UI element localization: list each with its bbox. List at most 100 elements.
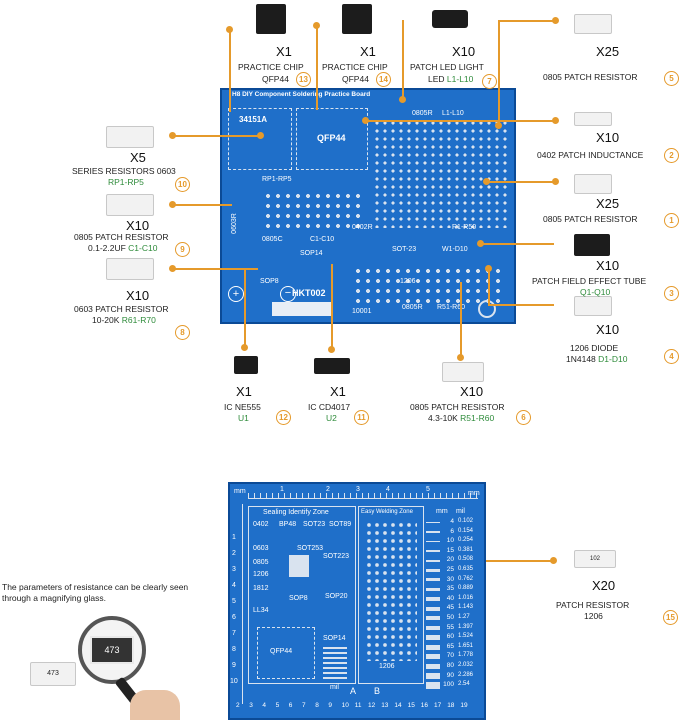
qty-qfp44-1: X1 xyxy=(276,44,292,59)
qty-fet: X10 xyxy=(596,258,620,273)
sub-resistor-0603: 10-20K R61-R70 xyxy=(92,315,156,325)
pad-grid-middle xyxy=(262,190,362,230)
ruler-bottom-tick: 14 xyxy=(394,702,402,709)
trace-mm-value: 80 xyxy=(446,662,454,669)
trace-mil-value: 0.102 xyxy=(458,518,474,524)
trace-mil-value: 0.154 xyxy=(458,527,474,534)
trace-mm-value: 10 xyxy=(446,537,454,545)
sub-diode: 1N4148 D1-D10 xyxy=(566,354,628,364)
callout-dot xyxy=(552,178,559,185)
sop14-footprint xyxy=(323,645,347,679)
callout-dot xyxy=(552,17,559,24)
callout-line-1 xyxy=(486,181,554,183)
callout-dot xyxy=(169,201,176,208)
trace-bar xyxy=(426,672,440,679)
callout-line-5b xyxy=(498,20,500,126)
index-badge-7: 7 xyxy=(482,74,497,89)
fet-image xyxy=(574,234,610,256)
board-serial: 10001 xyxy=(352,308,372,315)
callout-dot xyxy=(241,344,248,351)
trace-mm-value: 65 xyxy=(446,642,454,650)
trace-row: 4 0.102 xyxy=(426,518,482,528)
qty-resistor-0805-mid: X25 xyxy=(596,196,620,211)
ruler-bottom-tick: 8 xyxy=(315,702,319,709)
qty-ne555: X1 xyxy=(236,384,252,399)
qfp44-footprint-2: QFP44 xyxy=(296,108,368,170)
sub-qfp44-2: QFP44 xyxy=(342,74,369,84)
callout-dot xyxy=(328,346,335,353)
plus-symbol: + xyxy=(228,286,244,302)
callout-dot xyxy=(485,265,492,272)
callout-dot xyxy=(257,132,264,139)
name-resistor-0805-bottom: 0805 PATCH RESISTOR xyxy=(410,402,505,412)
index-badge-14: 14 xyxy=(376,72,391,87)
index-badge-1: 1 xyxy=(664,213,679,228)
name-resistor-1206: PATCH RESISTOR xyxy=(556,600,630,610)
callout-line-12 xyxy=(244,270,246,348)
ref-fet: Q1-Q10 xyxy=(580,287,611,297)
index-badge-2: 2 xyxy=(664,148,679,163)
callout-line-5a xyxy=(498,20,556,22)
qfp44-footprint-1: 34151A xyxy=(228,108,292,170)
callout-dot xyxy=(552,117,559,124)
sealing-identify-zone: Sealing Identify Zone 0402 BP48 SOT23 SO… xyxy=(248,506,356,684)
name-led: PATCH LED LIGHT xyxy=(410,62,484,72)
qty-series-resistors: X5 xyxy=(130,150,146,165)
index-badge-6: 6 xyxy=(516,410,531,425)
resistor-0805-image-bottom xyxy=(442,362,484,382)
ruler-bottom-tick: 15 xyxy=(407,702,415,709)
qty-resistor-0805-bottom: X10 xyxy=(460,384,484,399)
minus-symbol: − xyxy=(280,286,296,302)
diode-1206-image xyxy=(574,296,612,316)
index-badge-11: 11 xyxy=(354,410,369,425)
qty-diode: X10 xyxy=(596,322,620,337)
sub-resistor-1206: 1206 xyxy=(584,611,603,621)
ruler-bottom-tick: 18 xyxy=(447,702,455,709)
trace-mil-value: 1.778 xyxy=(458,652,474,659)
practice-board-bottom: mm 1 2 3 4 5 mm 1 2 3 4 5 6 7 8 9 10 Sea… xyxy=(228,482,486,720)
name-inductor: 0402 PATCH INDUCTANCE xyxy=(537,150,644,160)
qty-capacitor: X10 xyxy=(126,218,150,233)
hand-image xyxy=(130,690,180,720)
callout-line-7 xyxy=(402,20,404,100)
name-resistor-0805-mid: 0805 PATCH RESISTOR xyxy=(543,214,638,224)
qty-resistor-1206: X20 xyxy=(592,578,616,593)
trace-mm-value: 55 xyxy=(446,623,454,631)
sub-led: LED L1-L10 xyxy=(428,74,474,84)
ruler-bottom-tick: 19 xyxy=(460,702,468,709)
trace-mil-value: 2.54 xyxy=(458,681,470,688)
easy-welding-zone: Easy Welding Zone 1206 xyxy=(358,506,424,684)
magnified-resistor: 473 xyxy=(90,636,134,664)
qfp44-chip-image-1 xyxy=(256,4,286,34)
trace-mm-value: 40 xyxy=(446,594,454,602)
trace-bar xyxy=(426,540,440,543)
magnifier-lens: 473 xyxy=(78,616,146,684)
trace-mil-value: 1.143 xyxy=(458,604,474,611)
index-badge-12: 12 xyxy=(276,410,291,425)
callout-dot xyxy=(457,354,464,361)
trace-mm-value: 50 xyxy=(446,614,454,621)
ne555-image xyxy=(234,356,258,374)
trace-mil-value: 1.27 xyxy=(458,614,470,620)
trace-row: 90 2.286 xyxy=(426,672,482,682)
pad-grid-bottom xyxy=(352,265,502,305)
index-badge-3: 3 xyxy=(664,286,679,301)
callout-line-14 xyxy=(316,26,318,110)
ruler-bottom-tick: 17 xyxy=(434,702,442,709)
trace-mm-value: 4 xyxy=(450,518,454,525)
resistor-0805-image-mid xyxy=(574,174,612,194)
trace-bar xyxy=(426,597,440,601)
trace-mm-value: 60 xyxy=(446,633,454,641)
callout-dot xyxy=(169,265,176,272)
name-qfp44-2: PRACTICE CHIP xyxy=(322,62,388,72)
callout-line-13 xyxy=(229,30,231,112)
ruler-bottom-tick: 4 xyxy=(262,702,267,709)
trace-mil-value: 2.286 xyxy=(458,671,474,678)
trace-mm-value: 90 xyxy=(446,671,454,679)
trace-mm-value: 30 xyxy=(446,575,454,583)
